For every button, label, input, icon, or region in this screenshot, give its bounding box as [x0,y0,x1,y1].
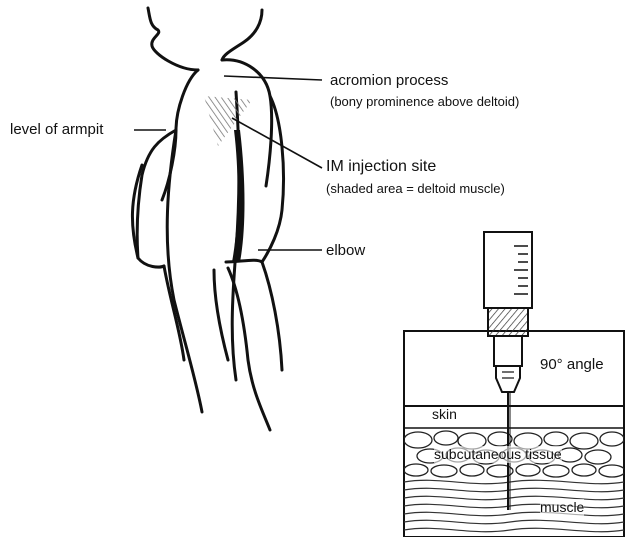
arm-shading [232,130,245,262]
acromion-note: (bony prominence above deltoid) [330,93,519,110]
elbow-label: elbow [326,242,365,259]
deltoid-shaded-area [204,96,252,146]
skin-label: skin [432,406,457,423]
acromion-label: acromion process [330,72,448,89]
injection-site-note: (shaded area = deltoid muscle) [326,180,505,197]
injection-site-label: IM injection site [326,158,436,175]
muscle-label: muscle [540,499,584,516]
subcutaneous-label: subcutaneous tissue [434,446,562,463]
body-outline [132,8,283,430]
armpit-label: level of armpit [10,121,103,138]
angle-label: 90° angle [540,356,604,373]
